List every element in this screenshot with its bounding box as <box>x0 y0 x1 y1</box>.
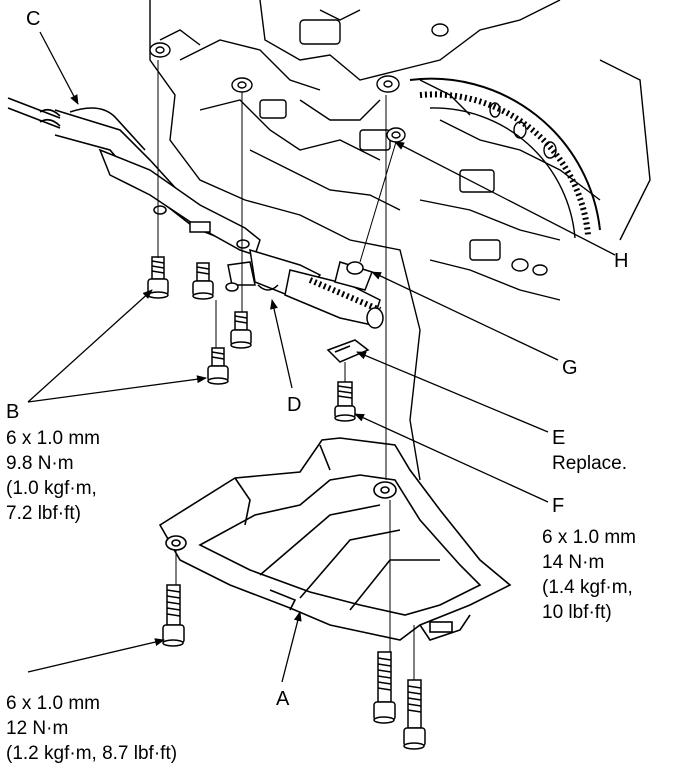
spec-a-size: 6 x 1.0 mm <box>6 693 100 714</box>
callout-a: A <box>276 688 290 710</box>
bolt-b-3 <box>230 311 252 349</box>
leader-b-2 <box>27 375 207 403</box>
bolt-b-2 <box>192 262 214 300</box>
spec-f-size: 6 x 1.0 mm <box>542 527 636 548</box>
spec-f-torque-kgf: (1.4 kgf·m, <box>542 577 633 598</box>
bolt-a-left <box>162 584 185 647</box>
leader-e <box>356 351 549 433</box>
engine-block <box>149 0 601 481</box>
cable-bracket <box>98 148 261 256</box>
leader-lines <box>27 31 616 683</box>
bolt-a-mid <box>373 651 396 724</box>
clip-part <box>326 339 370 363</box>
spec-a-torque-full: (1.2 kgf·m, 8.7 lbf·ft) <box>6 743 178 764</box>
splash-shield <box>158 437 512 641</box>
spec-e-note: Replace. <box>552 453 627 474</box>
callout-g: G <box>562 357 578 379</box>
leader-b-1 <box>27 289 153 403</box>
leader-g <box>371 271 559 361</box>
bolts <box>147 256 426 750</box>
callout-e: E <box>552 427 566 449</box>
alignment-lines <box>157 60 415 680</box>
spec-b-torque-kgf: (1.0 kgf·m, <box>6 478 97 499</box>
bolt-f <box>334 381 356 422</box>
spec-f-torque-lbf: 10 lbf·ft) <box>542 602 612 623</box>
callout-f: F <box>552 495 565 517</box>
slave-cylinder <box>225 248 384 329</box>
block-bosses <box>149 23 548 276</box>
spec-f-torque-nm: 14 N·m <box>542 552 605 573</box>
callout-c: C <box>26 8 41 30</box>
leader-c <box>39 31 79 105</box>
bolt-b-4 <box>207 347 229 385</box>
spec-a-torque-nm: 12 N·m <box>6 718 69 739</box>
bolt-b-1 <box>147 256 169 299</box>
leader-d <box>270 299 293 389</box>
callout-d: D <box>287 394 302 416</box>
spec-b-size: 6 x 1.0 mm <box>6 428 100 449</box>
bolt-a-right <box>403 679 426 750</box>
callout-b: B <box>6 401 20 423</box>
spec-b-torque-nm: 9.8 N·m <box>6 453 74 474</box>
callout-h: H <box>614 250 629 272</box>
leader-a <box>281 611 302 683</box>
leader-a-bolt <box>27 638 165 673</box>
leader-f <box>354 413 549 503</box>
spec-b-torque-lbf: 7.2 lbf·ft) <box>6 503 81 524</box>
leader-h <box>394 141 616 256</box>
flywheel <box>409 59 651 241</box>
